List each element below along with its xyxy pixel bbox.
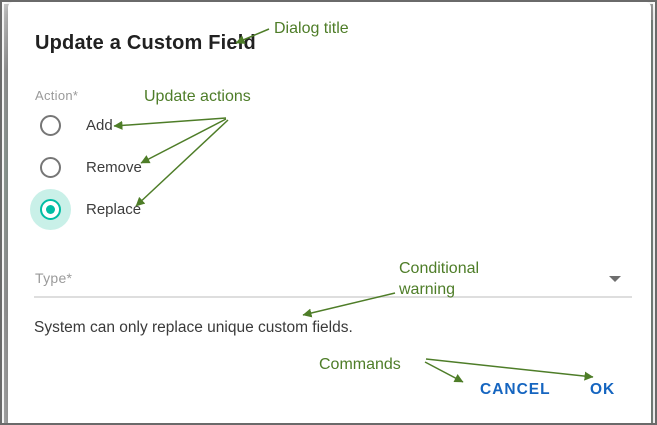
annotation-update-actions: Update actions — [144, 88, 251, 105]
caret-down-icon[interactable] — [609, 276, 621, 282]
radio-option-add[interactable]: Add — [40, 115, 113, 136]
annotation-commands: Commands — [319, 356, 401, 373]
annotation-dialog-title: Dialog title — [274, 20, 349, 37]
dialog-title: Update a Custom Field — [35, 32, 256, 54]
type-field-underline — [34, 296, 632, 298]
radio-option-remove-label: Remove — [86, 159, 142, 176]
cancel-button[interactable]: CANCEL — [480, 381, 551, 398]
radio-button-selected-icon[interactable] — [40, 199, 61, 220]
type-select-field[interactable] — [34, 262, 634, 298]
type-field-label: Type* — [35, 270, 73, 286]
annotation-conditional-warning: Conditional warning — [399, 260, 480, 298]
radio-option-remove[interactable]: Remove — [40, 157, 142, 178]
radio-button-icon[interactable] — [40, 115, 61, 136]
background-left-strip — [4, 4, 9, 423]
radio-option-replace[interactable]: Replace — [30, 189, 142, 230]
radio-option-replace-label: Replace — [86, 201, 142, 218]
update-custom-field-dialog: Update a Custom Field Action* Add Remove… — [8, 2, 651, 423]
ok-button[interactable]: OK — [590, 381, 616, 398]
radio-button-icon[interactable] — [40, 157, 61, 178]
conditional-warning-text: System can only replace unique custom fi… — [34, 319, 353, 336]
action-field-label: Action* — [35, 88, 79, 103]
radio-option-add-label: Add — [86, 117, 113, 134]
